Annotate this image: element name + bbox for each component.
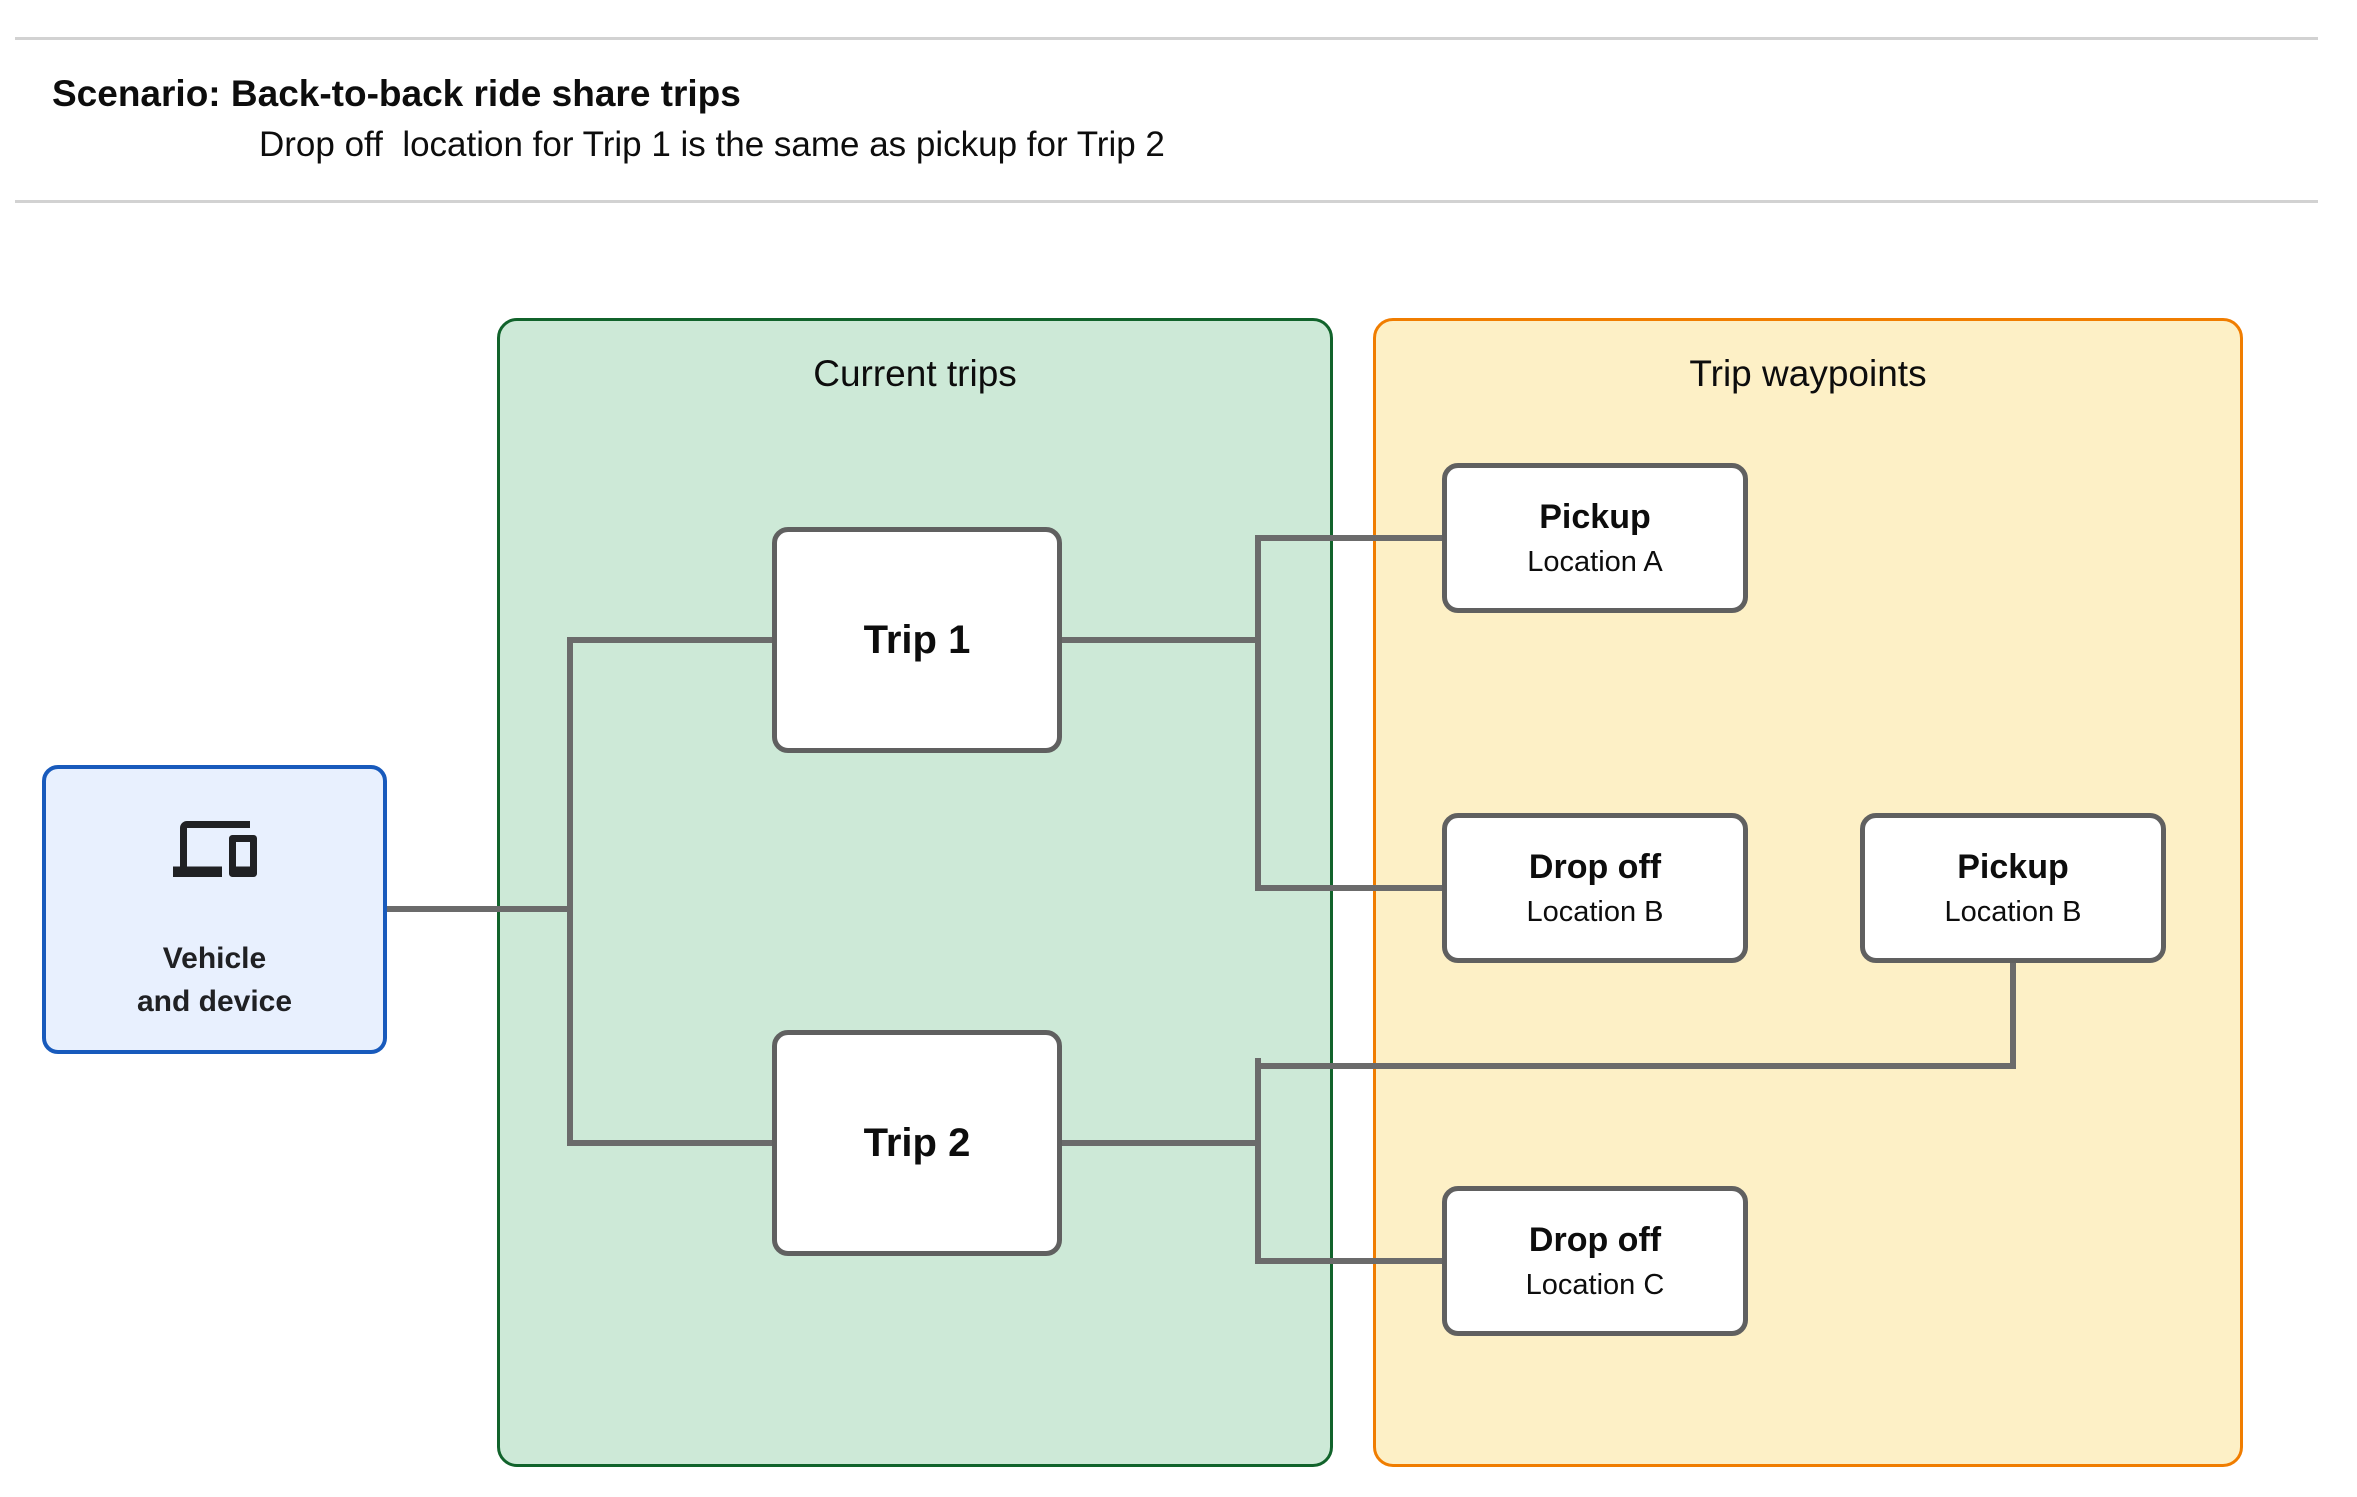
connector-branch-to-trip1 xyxy=(567,637,780,643)
connector-to-dropoff-b xyxy=(1255,885,1442,891)
divider-bottom xyxy=(15,200,2318,203)
connector-to-pickup-a xyxy=(1255,535,1442,541)
connector-trip1-out xyxy=(1062,637,1261,643)
connector-to-pickup-b-horizontal xyxy=(1255,1063,2016,1069)
vehicle-device-label: Vehicle and device xyxy=(46,937,383,1023)
waypoint-dropoff-b-type: Drop off xyxy=(1528,848,1662,886)
waypoint-pickup-a-type: Pickup xyxy=(1539,498,1651,536)
trip-2-label: Trip 2 xyxy=(863,1120,971,1165)
waypoint-pickup-b-type: Pickup xyxy=(1957,848,2069,886)
connector-to-dropoff-c xyxy=(1255,1258,1442,1264)
trip-waypoints-title: Trip waypoints xyxy=(1689,353,1927,394)
vehicle-label-line1: Vehicle xyxy=(162,942,267,975)
current-trips-panel: Current trips xyxy=(497,318,1333,1467)
trip-1-node: Trip 1 xyxy=(772,527,1062,753)
waypoint-dropoff-c: Drop off Location C xyxy=(1442,1186,1748,1336)
waypoint-pickup-b-location: Location B xyxy=(1944,896,2082,928)
waypoint-dropoff-b-location: Location B xyxy=(1526,896,1664,928)
waypoint-pickup-b: Pickup Location B xyxy=(1860,813,2166,963)
page-subtitle: Drop off location for Trip 1 is the same… xyxy=(259,125,1165,164)
connector-left-branch-vertical xyxy=(567,637,573,1146)
current-trips-title: Current trips xyxy=(813,353,1017,394)
connector-vehicle-to-branch xyxy=(387,906,573,912)
connector-trip2-vertical xyxy=(1255,1058,1261,1264)
page-title: Scenario: Back-to-back ride share trips xyxy=(52,73,741,114)
connector-trip2-out xyxy=(1062,1140,1261,1146)
connector-trip1-vertical xyxy=(1255,535,1261,891)
waypoint-pickup-a: Pickup Location A xyxy=(1442,463,1748,613)
devices-icon xyxy=(172,821,257,877)
vehicle-device-box: Vehicle and device xyxy=(42,765,387,1054)
trip-2-node: Trip 2 xyxy=(772,1030,1062,1256)
waypoint-dropoff-b: Drop off Location B xyxy=(1442,813,1748,963)
trip-1-label: Trip 1 xyxy=(863,617,971,662)
connector-pickup-b-drop xyxy=(2010,960,2016,1066)
waypoint-pickup-a-location: Location A xyxy=(1527,546,1663,578)
waypoint-dropoff-c-type: Drop off xyxy=(1528,1221,1662,1259)
vehicle-label-line2: and device xyxy=(136,985,293,1018)
divider-top xyxy=(15,37,2318,40)
waypoint-dropoff-c-location: Location C xyxy=(1525,1269,1665,1301)
connector-branch-to-trip2 xyxy=(567,1140,780,1146)
